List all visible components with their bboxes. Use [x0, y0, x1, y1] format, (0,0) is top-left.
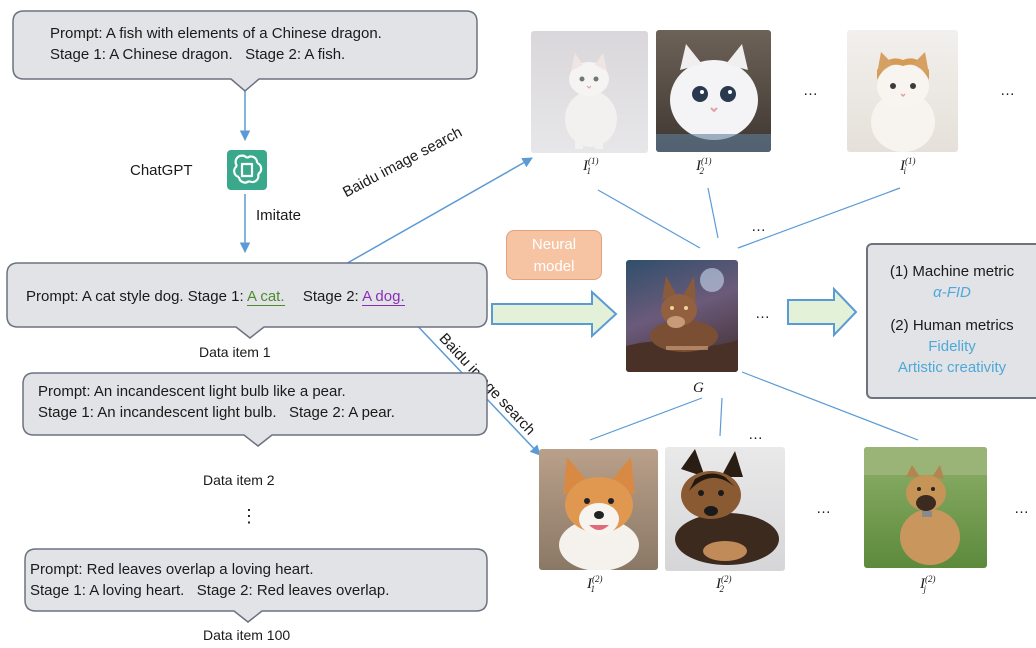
generated-ellipsis: …	[755, 305, 771, 322]
g-label: G	[693, 380, 704, 396]
upper-ellipsis-1: …	[803, 82, 819, 99]
link-i1-1	[597, 189, 701, 249]
chatgpt-label: ChatGPT	[130, 162, 193, 179]
fish-stages: Stage 1: A Chinese dragon. Stage 2: A fi…	[50, 46, 346, 63]
pear-prompt: Prompt: An incandescent light bulb like …	[38, 383, 346, 400]
metrics-box: (1) Machine metric α-FID (2) Human metri…	[866, 243, 1036, 399]
stage2-dog: A dog.	[362, 288, 405, 306]
neural-model-box: Neural model	[506, 230, 602, 280]
cat-photo-2	[656, 30, 771, 152]
neural-label-2: model	[533, 258, 575, 275]
heart-stages: Stage 1: A loving heart. Stage 2: Red le…	[30, 582, 390, 599]
data-item-1-caption: Data item 1	[199, 344, 271, 360]
link-i2-j	[741, 371, 919, 441]
stage1-cat: A cat.	[246, 288, 285, 306]
label-i1-i: I(1)i	[900, 156, 916, 176]
data-item-fish-bubble: Prompt: A fish with elements of a Chines…	[12, 10, 478, 92]
fan-ellipsis-lower: …	[748, 426, 764, 443]
label-i1-1: I(1)1	[583, 156, 599, 176]
dog-photo-1	[539, 449, 658, 570]
generated-image	[626, 260, 738, 372]
upper-ellipsis-2: …	[1000, 82, 1016, 99]
human-metric-fidelity: Fidelity	[928, 338, 976, 355]
fan-ellipsis-upper: …	[751, 218, 767, 235]
label-i2-1: I(2)1	[587, 574, 603, 594]
neural-label-1: Neural	[531, 236, 577, 253]
data-item-2-caption: Data item 2	[203, 472, 275, 488]
label-i1-2: I(1)2	[696, 156, 712, 176]
label-i2-j: I(2)j	[920, 574, 936, 594]
data-item-100-caption: Data item 100	[203, 627, 291, 643]
link-i1-i	[737, 187, 901, 249]
vertical-ellipsis: ⋮	[240, 506, 258, 526]
link-i2-1	[589, 397, 703, 441]
imitate-label: Imitate	[256, 207, 302, 224]
machine-metric-value: α-FID	[933, 284, 971, 301]
heart-prompt: Prompt: Red leaves overlap a loving hear…	[30, 561, 314, 578]
dog-prompt: Prompt: A cat style dog. Stage 1:	[26, 288, 244, 305]
pear-stages: Stage 1: An incandescent light bulb. Sta…	[38, 404, 395, 421]
dog-stage2-prefix: Stage 2:	[302, 288, 359, 305]
machine-metric-title: (1) Machine metric	[889, 263, 1015, 280]
human-metric-title: (2) Human metrics	[890, 317, 1014, 334]
label-i2-2: I(2)2	[716, 574, 732, 594]
lower-ellipsis-2: …	[1014, 500, 1030, 517]
cat-photo-i	[847, 30, 958, 152]
big-arrow-to-model	[491, 289, 618, 339]
link-i1-2	[707, 187, 719, 239]
human-metric-creativity: Artistic creativity	[897, 359, 1007, 376]
cat-photo-1	[531, 31, 648, 153]
lower-ellipsis-1: …	[816, 500, 832, 517]
chatgpt-icon	[227, 150, 267, 190]
fish-prompt: Prompt: A fish with elements of a Chines…	[50, 25, 382, 42]
data-item-heart-bubble: Prompt: Red leaves overlap a loving hear…	[24, 548, 488, 623]
data-item-dog-bubble: Prompt: A cat style dog. Stage 1: A cat.…	[6, 262, 488, 339]
big-arrow-to-metrics	[787, 286, 858, 338]
dog-photo-2	[665, 447, 785, 571]
link-i2-2	[719, 397, 723, 437]
data-item-pear-bubble: Prompt: An incandescent light bulb like …	[22, 372, 488, 447]
dog-photo-j	[864, 447, 987, 568]
